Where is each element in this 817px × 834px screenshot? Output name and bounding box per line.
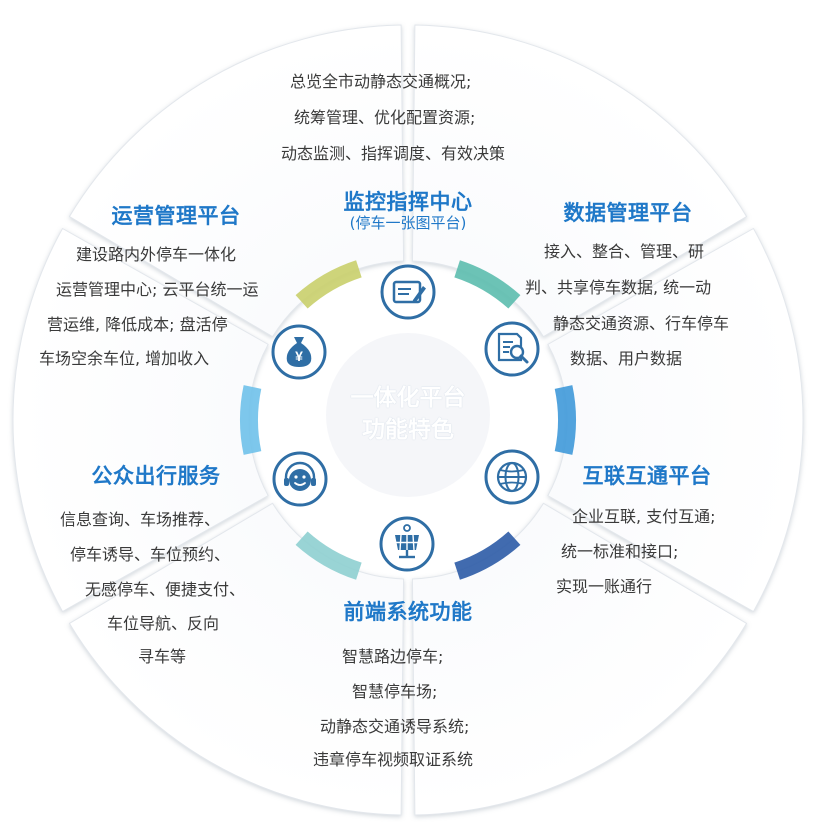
svg-text:¥: ¥: [295, 348, 303, 364]
arc-interconnect: [554, 385, 577, 455]
operation-line-4: 车场空余车位, 增加收入: [39, 349, 210, 368]
center-title-line2: 功能特色: [362, 417, 454, 443]
data-line-4: 数据、用户数据: [570, 349, 683, 368]
public-title: 公众出行服务: [91, 464, 221, 488]
center-disc: [326, 333, 490, 497]
data-line-2: 判、共享停车数据, 统一动: [525, 278, 712, 297]
monitor-line-1: 总览全市动静态交通概况;: [290, 72, 472, 91]
interconnect-line-3: 实现一账通行: [556, 577, 653, 596]
arc-public: [295, 531, 362, 580]
monitor-line-3: 动态监测、指挥调度、有效决策: [281, 144, 506, 163]
interconnect-line-2: 统一标准和接口;: [561, 542, 679, 561]
public-line-1: 信息查询、车场推荐、: [60, 510, 221, 529]
operation-line-3: 营运维, 降低成本; 盘活停: [47, 315, 228, 334]
public-line-5: 寻车等: [138, 647, 187, 666]
data-line-1: 接入、整合、管理、研: [544, 242, 705, 261]
money-bag-icon: ¥: [270, 323, 328, 381]
data-line-3: 静态交通资源、行车停车: [553, 314, 730, 333]
center-title-line1: 一体化平台: [350, 385, 466, 411]
frontend-title: 前端系统功能: [343, 600, 473, 624]
arc-monitor: [295, 260, 362, 309]
headset-smiley-icon: [271, 450, 329, 508]
arc-data: [454, 260, 521, 309]
public-line-2: 停车诱导、车位预约、: [70, 545, 231, 564]
operation-title: 运营管理平台: [111, 204, 241, 228]
operation-line-2: 运营管理中心; 云平台统一运: [56, 280, 259, 299]
frontend-line-1: 智慧路边停车;: [342, 647, 444, 666]
monitor-title: 监控指挥中心: [343, 190, 473, 214]
operation-line-1: 建设路内外停车一体化: [76, 245, 237, 264]
frontend-line-3: 动静态交通诱导系统;: [320, 717, 470, 736]
data-search-icon: [483, 320, 541, 378]
monitor-subtitle: (停车一张图平台): [349, 214, 467, 232]
edit-document-icon: [379, 263, 437, 321]
public-line-3: 无感停车、便捷支付、: [85, 580, 246, 599]
frontend-line-2: 智慧停车场;: [352, 682, 438, 701]
data-title: 数据管理平台: [563, 201, 693, 225]
monitor-line-2: 统筹管理、优化配置资源;: [294, 108, 476, 127]
interconnect-line-1: 企业互联, 支付互通;: [572, 507, 716, 526]
public-line-4: 车位导航、反向: [107, 614, 220, 633]
globe-icon: [483, 448, 541, 506]
arc-frontend: [454, 531, 521, 580]
solar-panel-icon: [378, 515, 436, 573]
segment-layer: [12, 24, 804, 816]
arc-layer: [240, 260, 577, 580]
interconnect-title: 互联互通平台: [582, 464, 712, 488]
frontend-line-4: 违章停车视频取证系统: [313, 750, 474, 769]
arc-operation: [240, 385, 262, 455]
